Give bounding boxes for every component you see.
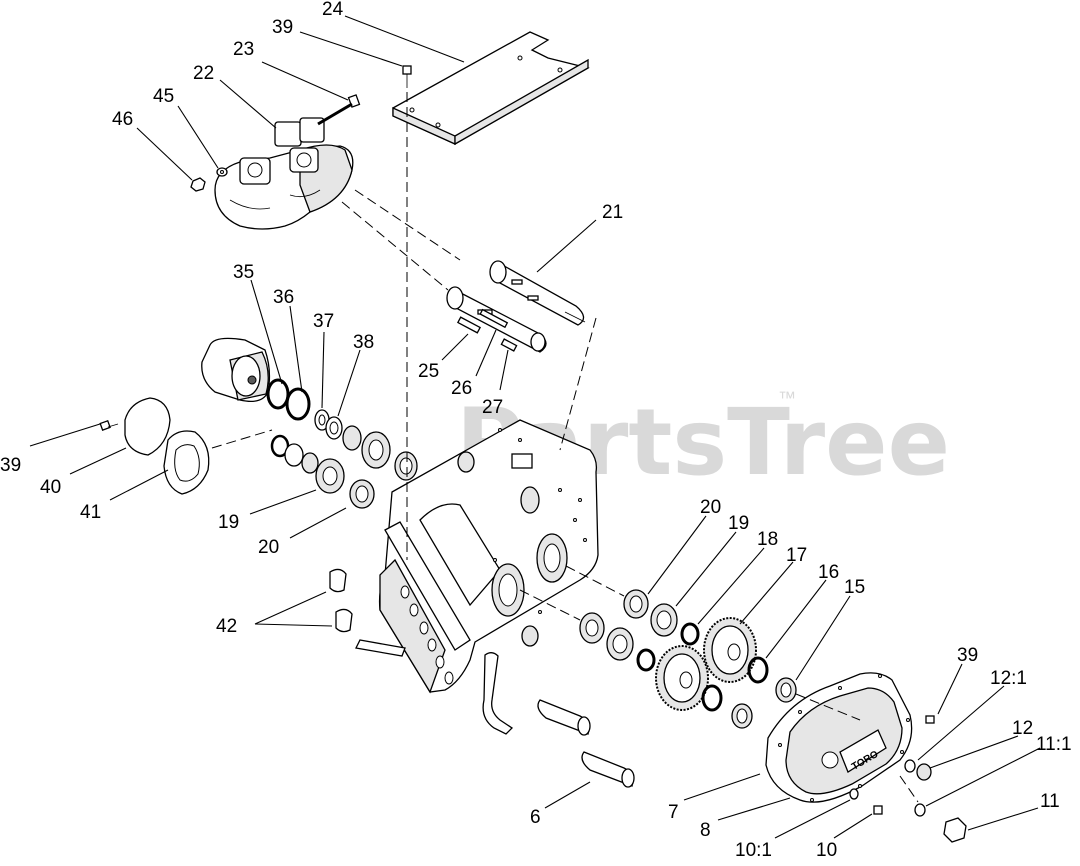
part-41-gasket [163, 430, 210, 495]
part-39-screw-left [99, 419, 119, 431]
part-46-nut [190, 177, 206, 192]
callout-37: 37 [313, 311, 334, 332]
part-11-1-washer [914, 803, 926, 817]
callout-27: 27 [482, 397, 503, 418]
callout-39-right: 39 [957, 645, 978, 666]
callout-leader-lines [29, 15, 1041, 839]
callout-17: 17 [786, 545, 807, 566]
part-38-ring [325, 416, 343, 440]
bearing-stack-lower [270, 434, 375, 509]
part-7-gear-cover: TORO [765, 672, 913, 803]
callout-15: 15 [844, 577, 865, 598]
part-17-gear-large [703, 617, 757, 683]
gearbox-housing [378, 419, 599, 694]
callout-39-left: 39 [0, 455, 21, 476]
callout-12: 12 [1012, 718, 1033, 739]
part-24-cover-plate [392, 31, 590, 146]
part-26-key [479, 308, 509, 329]
callout-26: 26 [451, 378, 472, 399]
callout-10: 10 [816, 840, 837, 861]
callout-24: 24 [322, 0, 344, 20]
part-19-bearing-right [650, 603, 678, 637]
assembly-guide-lines [211, 92, 919, 803]
part-23-bolt [317, 94, 361, 126]
part-18-spacer [680, 622, 700, 646]
bearing-stack-upper [342, 425, 418, 481]
part-22-clamp-blocks [214, 117, 354, 230]
part-35-hydraulic-motor [201, 337, 271, 403]
callout-11-1: 11:1 [1036, 734, 1072, 755]
callout-11: 11 [1040, 791, 1060, 812]
callout-20-left: 20 [258, 537, 279, 558]
callout-7: 7 [668, 802, 679, 823]
callout-46: 46 [112, 109, 133, 130]
callout-41: 41 [80, 502, 101, 523]
callout-35: 35 [233, 262, 254, 283]
callout-19-left: 19 [218, 512, 239, 533]
callout-21: 21 [602, 202, 623, 223]
callout-38: 38 [353, 332, 374, 353]
part-37-seal [314, 409, 330, 431]
part-42-clip-lower [335, 608, 353, 633]
part-16-snap-ring [747, 656, 769, 684]
callout-6: 6 [530, 807, 541, 828]
callout-20-right: 20 [700, 497, 721, 518]
callout-12-1: 12:1 [990, 668, 1027, 689]
part-15-washer [775, 677, 797, 703]
callout-8: 8 [700, 820, 711, 841]
part-6-pin-lower [581, 751, 635, 788]
part-42-clip-upper [329, 568, 347, 593]
part-10-1-washer [849, 788, 859, 800]
part-6-pin-upper [537, 699, 591, 736]
part-12-1-washer [904, 759, 916, 773]
callout-39-top: 39 [272, 17, 293, 38]
part-10-screw [873, 805, 883, 815]
bearing-stack-right-lower [579, 612, 656, 672]
gear-lower [655, 645, 753, 729]
callout-19-right: 19 [728, 513, 749, 534]
hydraulic-tube [355, 639, 514, 735]
part-12-plug [916, 763, 932, 781]
part-27-key [500, 338, 518, 352]
callout-23: 23 [233, 39, 254, 60]
callout-10-1: 10:1 [735, 840, 772, 861]
part-36-o-ring [266, 378, 311, 421]
part-39-screw-right [925, 715, 935, 724]
callout-36: 36 [273, 287, 294, 308]
callout-16: 16 [818, 562, 839, 583]
part-11-plug [943, 817, 967, 843]
callout-25: 25 [418, 361, 439, 382]
part-45-washer [216, 167, 228, 177]
callout-42: 42 [216, 616, 237, 637]
callout-40: 40 [40, 477, 61, 498]
part-39-screw-top [402, 65, 412, 88]
part-40-cover-plate [124, 397, 171, 456]
watermark-trademark: ™ [778, 388, 796, 408]
callout-18: 18 [757, 529, 778, 550]
part-21-upper-shaft [489, 260, 586, 326]
part-20-bearing-right [623, 589, 649, 619]
part-25-key [457, 316, 481, 334]
callout-22: 22 [193, 63, 214, 84]
callout-45: 45 [153, 86, 174, 107]
